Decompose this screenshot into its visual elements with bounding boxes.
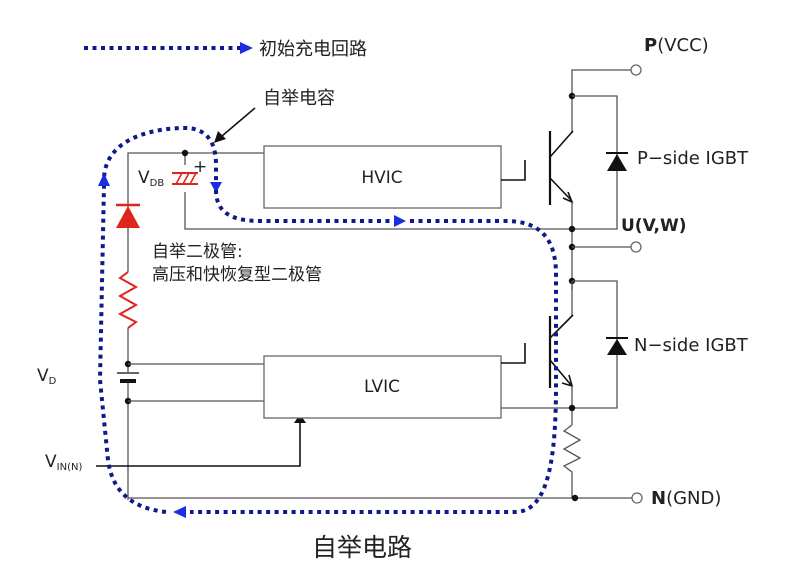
shunt-resistor-icon [562,424,582,498]
initial-charging-loop [97,125,558,518]
bootstrap-diode-label-1: 自举二极管: [152,242,243,262]
lvic-label: LVIC [364,377,400,397]
annotation-arrowhead-icon [214,131,226,143]
loop-arrow-left-icon [173,506,186,518]
vin-label: VIN(N) [45,452,82,473]
legend-label: 初始充电回路 [259,39,367,60]
legend: 初始充电回路 [84,39,367,60]
bootstrap-diode-label-2: 高压和快恢复型二极管 [152,265,322,285]
vd-label: VD [37,366,57,387]
n-side-igbt [548,280,628,502]
u-terminal-label: U(V,W) [621,216,687,236]
bootstrap-wiring [124,149,634,500]
p-side-igbt-label: P−side IGBT [637,148,749,169]
n-terminal [631,492,643,504]
vdb-label: VDB [138,168,164,189]
hvic-label: HVIC [361,168,402,188]
vd-battery-icon [117,372,139,383]
bootstrap-diode-icon [116,203,140,228]
legend-arrow-icon [240,42,253,54]
capacitor-plus-label: + [193,157,207,177]
u-terminal [630,241,642,253]
loop-arrow-right-icon [394,215,406,227]
n-terminal-label: N(GND) [651,488,721,509]
bootstrap-resistor-icon [117,271,139,329]
n-side-diode-icon [607,339,627,355]
lvic-block: LVIC [263,343,572,419]
hvic-block: HVIC [263,145,526,209]
p-side-igbt [548,69,636,290]
annotation-arrow [221,107,256,137]
p-terminal-label: P(VCC) [644,35,709,56]
p-terminal [630,64,642,76]
p-side-diode-icon [607,154,627,171]
diagram-title: 自举电路 [312,533,412,562]
bootstrap-capacitor-icon [172,172,198,185]
n-side-igbt-label: N−side IGBT [634,335,749,356]
loop-arrow-down-icon [210,182,222,193]
loop-arrow-up-icon [98,173,110,186]
vin-signal-line [96,422,301,467]
bootstrap-capacitor-label: 自举电容 [263,88,335,109]
